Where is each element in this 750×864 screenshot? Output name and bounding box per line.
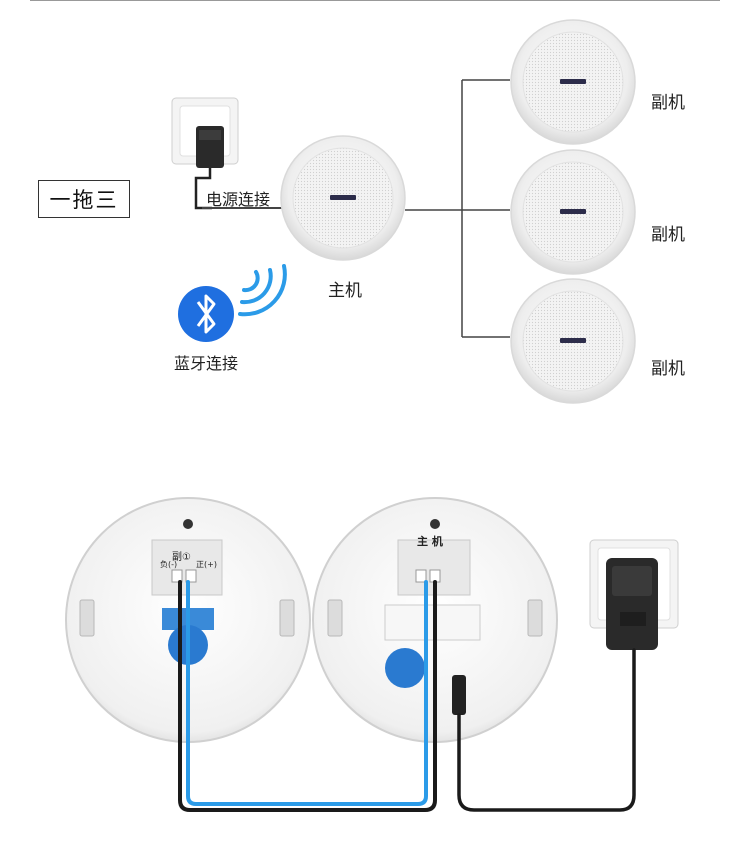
main-unit-label: 主机 <box>328 281 362 301</box>
sub-terminal-negative: 负(-) <box>160 560 178 569</box>
top-divider <box>30 0 720 1</box>
sub-panel-tag: 副① <box>172 552 191 563</box>
sub-speaker-3 <box>510 278 636 404</box>
speaker-cables <box>178 580 437 812</box>
bluetooth-icon <box>178 286 234 342</box>
sub-unit-label-2: 副机 <box>651 225 685 245</box>
sub-terminal-positive: 正(+) <box>196 560 217 569</box>
power-cable <box>457 648 636 812</box>
main-speaker <box>280 135 406 261</box>
sub-unit-label-3: 副机 <box>651 359 685 379</box>
wireless-waves-icon <box>238 264 287 317</box>
sub-speaker-1 <box>510 19 636 145</box>
power-adapter-icon-bottom <box>606 558 658 650</box>
sub-speaker-2 <box>510 149 636 275</box>
power-adapter-icon <box>194 126 224 210</box>
speaker-link-lines <box>405 79 510 338</box>
power-connection-label: 电源连接 <box>206 190 271 209</box>
main-panel-tag: 主 机 <box>417 535 443 548</box>
one-to-three-badge: 一拖三 <box>38 180 130 218</box>
sub-unit-label-1: 副机 <box>651 93 685 113</box>
bluetooth-connection-label: 蓝牙连接 <box>174 354 239 373</box>
brand-logo <box>330 195 356 200</box>
